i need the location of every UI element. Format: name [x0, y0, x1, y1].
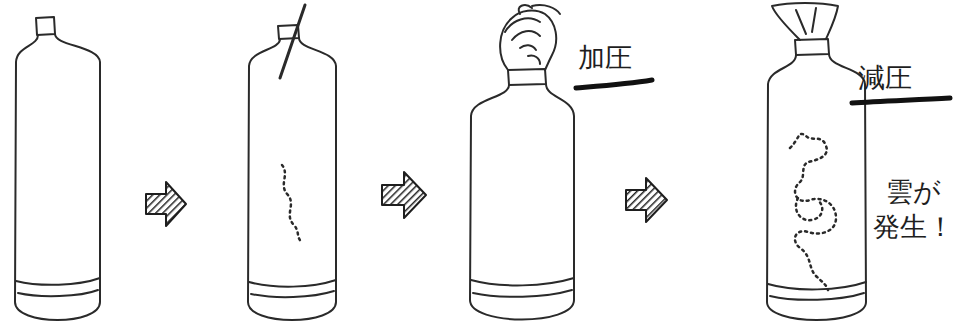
- bottle: [767, 3, 866, 320]
- step-label: 加圧: [578, 40, 632, 75]
- bottle: [15, 17, 100, 320]
- step-arrow: [382, 172, 426, 218]
- bottle: [470, 69, 574, 320]
- hand: [500, 5, 560, 70]
- result-note: 雲が 発生！: [870, 174, 956, 244]
- underline-stroke: [576, 80, 652, 88]
- step-label: 減圧: [858, 60, 912, 95]
- step-arrow: [146, 182, 186, 226]
- step-arrow: [626, 178, 667, 222]
- underline-stroke: [852, 98, 950, 103]
- bottle: [248, 5, 336, 320]
